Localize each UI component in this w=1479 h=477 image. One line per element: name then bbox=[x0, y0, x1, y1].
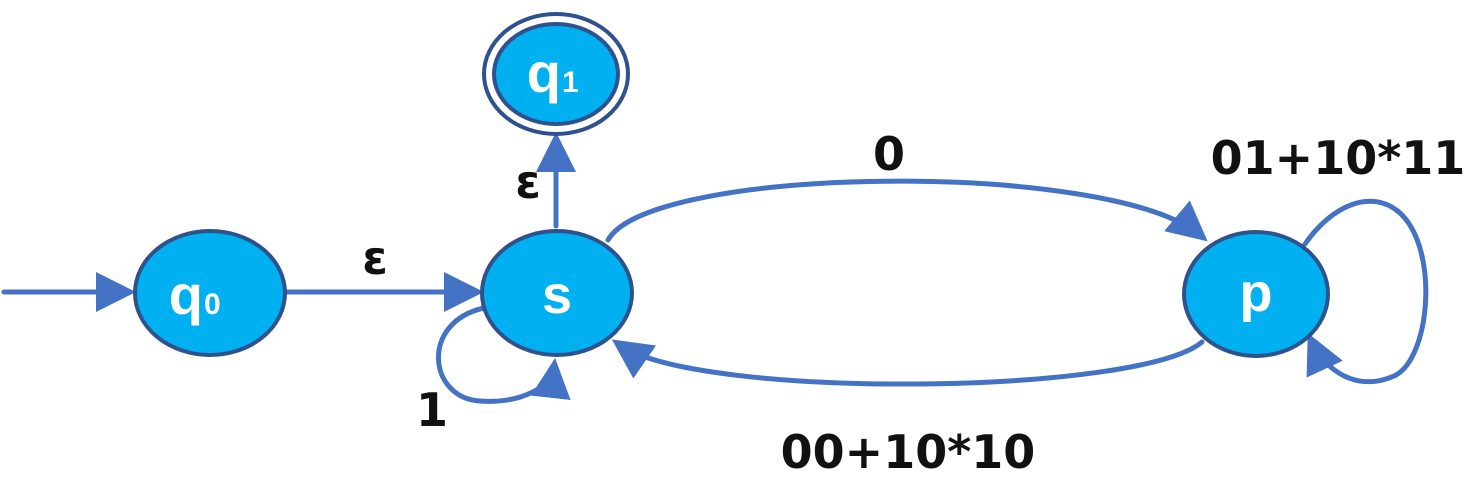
state-s[interactable]: s bbox=[480, 229, 634, 357]
state-q0: q 0 bbox=[133, 229, 287, 357]
label-s-to-q1: ε bbox=[515, 155, 541, 209]
edge-s-to-p bbox=[605, 178, 1208, 243]
state-q0-subscript: 0 bbox=[204, 288, 221, 321]
label-q0-to-s: ε bbox=[362, 231, 388, 285]
state-q0-name: q bbox=[169, 263, 203, 326]
state-q1[interactable]: q 1 bbox=[482, 12, 630, 136]
label-p-to-s: 00+10*10 bbox=[781, 425, 1036, 477]
edge-s-loop bbox=[436, 305, 571, 404]
label-s-to-p: 0 bbox=[873, 127, 905, 181]
transitions bbox=[1, 132, 1429, 404]
state-p[interactable]: p bbox=[1182, 230, 1330, 358]
transition-labels: ε ε 1 0 00+10*10 01+10*11 bbox=[362, 127, 1465, 477]
edge-p-to-s bbox=[611, 339, 1205, 387]
edge-p-loop bbox=[1302, 198, 1429, 385]
state-s-name: s bbox=[542, 265, 572, 325]
state-q1-name: q bbox=[527, 41, 561, 104]
state-p-name: p bbox=[1240, 263, 1273, 323]
state-q1-subscript: 1 bbox=[562, 66, 579, 99]
label-s-loop: 1 bbox=[416, 383, 448, 437]
label-p-loop: 01+10*11 bbox=[1211, 131, 1466, 185]
